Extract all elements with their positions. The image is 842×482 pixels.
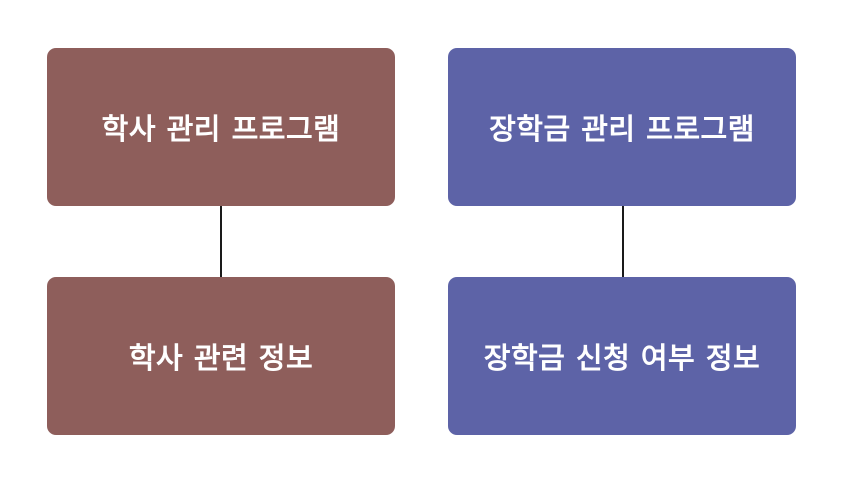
scholarship-management-program-label: 장학금 관리 프로그램: [489, 112, 755, 146]
academic-related-info-node: 학사 관련 정보: [47, 277, 395, 435]
scholarship-application-status-info-node: 장학금 신청 여부 정보: [448, 277, 796, 435]
scholarship-application-status-info-label: 장학금 신청 여부 정보: [483, 341, 761, 375]
connector-line-left: [220, 206, 222, 277]
connector-line-right: [622, 206, 624, 277]
academic-related-info-label: 학사 관련 정보: [128, 341, 314, 375]
academic-management-program-node: 학사 관리 프로그램: [47, 48, 395, 206]
scholarship-management-program-node: 장학금 관리 프로그램: [448, 48, 796, 206]
academic-management-program-label: 학사 관리 프로그램: [101, 112, 341, 146]
